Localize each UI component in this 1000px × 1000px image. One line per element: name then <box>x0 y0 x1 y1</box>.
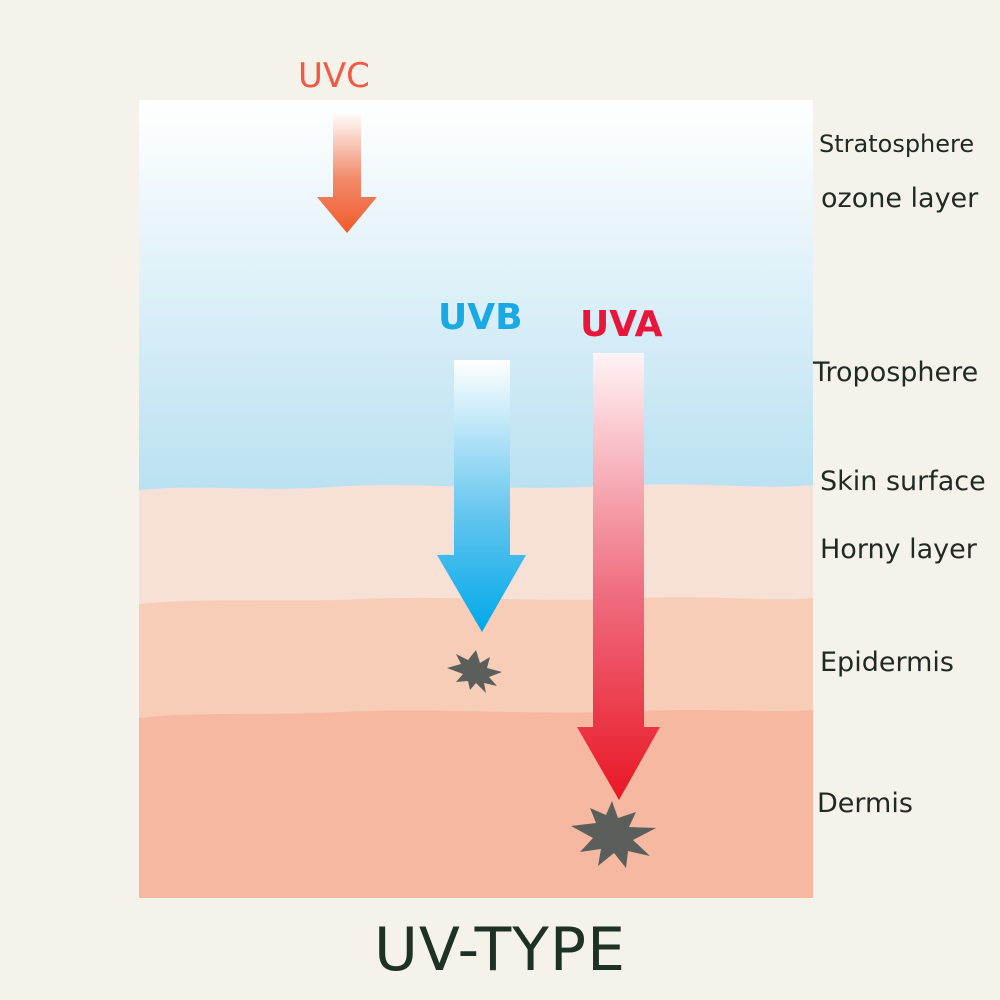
layer-label-horny: Horny layer <box>820 534 977 565</box>
layer-label-skin-surface: Skin surface <box>820 466 986 497</box>
uvc-arrow <box>317 112 377 233</box>
layer-label-epidermis: Epidermis <box>820 647 954 678</box>
uva-arrow <box>577 353 660 800</box>
uvc-label: UVC <box>298 56 370 96</box>
layer-label-dermis: Dermis <box>817 788 913 819</box>
dermis-region <box>139 710 813 898</box>
layer-label-ozone: ozone layer <box>821 183 979 214</box>
layer-label-troposphere: Troposphere <box>813 357 979 388</box>
diagram-caption: UV-TYPE <box>374 915 626 985</box>
uva-label: UVA <box>580 304 663 345</box>
uvb-arrow <box>437 360 526 632</box>
uvb-label: UVB <box>438 297 523 338</box>
dermis-damage-icon <box>571 801 656 868</box>
layer-label-stratosphere: Stratosphere <box>819 130 975 158</box>
epidermis-damage-icon <box>447 650 502 693</box>
